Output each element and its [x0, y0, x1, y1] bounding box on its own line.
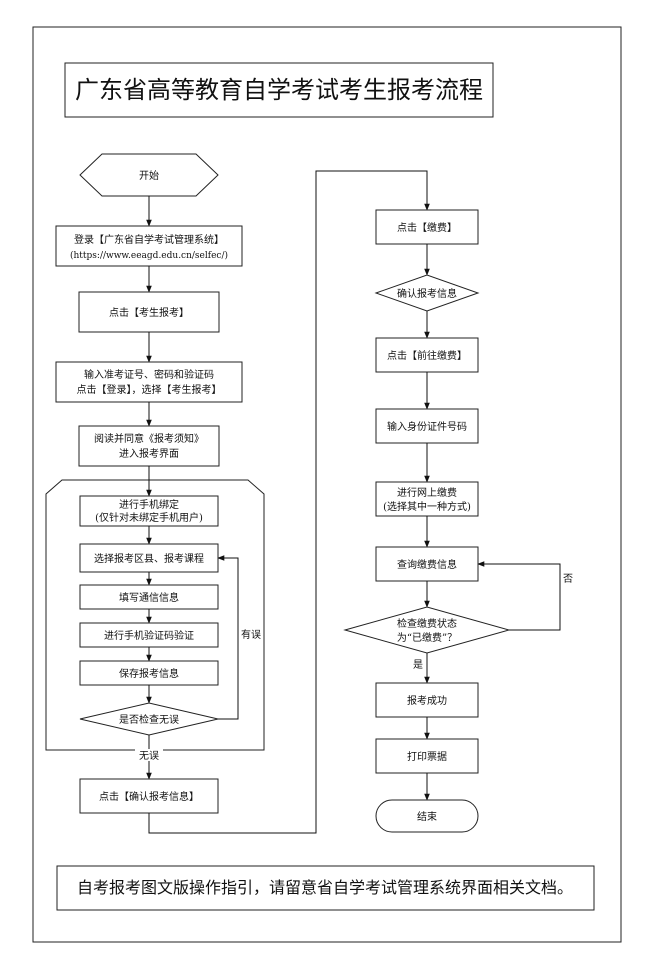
click-pay-box — [375, 209, 479, 245]
confirm-info-box — [79, 778, 219, 814]
confirm-decision-diamond — [374, 274, 480, 312]
read-line1: 阅读并同意《报考须知》 — [94, 432, 204, 445]
success-label: 报考成功 — [407, 694, 447, 707]
registration-container — [45, 479, 265, 751]
input-line2: 点击【登录】，选择【考生报考】 — [77, 383, 222, 396]
go-pay-box — [375, 337, 479, 373]
pay-status-diamond — [343, 606, 511, 654]
login-line2: (https://www.eeagd.edu.cn/selfec/) — [70, 250, 228, 261]
has-error-label: 有误 — [241, 628, 261, 641]
read-line2: 进入报考界面 — [119, 447, 179, 460]
phone-binding-box — [79, 495, 219, 527]
error-loop-line — [217, 555, 239, 720]
no-error-label: 无误 — [139, 750, 159, 762]
save-info-box — [79, 660, 219, 686]
end-node — [375, 799, 479, 833]
status-line2: 为“已缴费”？ — [397, 631, 457, 644]
phone-verify-label: 进行手机验证码验证 — [104, 629, 194, 642]
no-label: 否 — [563, 573, 573, 585]
title-box — [64, 62, 494, 118]
check-decision-label: 是否检查无误 — [119, 713, 179, 726]
footer-note: 自考报考图文版操作指引，请留意省自学考试管理系统界面相关文档。 — [77, 878, 573, 897]
success-box — [375, 682, 479, 718]
input-line1: 输入准考证号、密码和验证码 — [84, 368, 214, 381]
click-register-label: 点击【考生报考】 — [109, 306, 189, 319]
login-line1: 登录【广东省自学考试管理系统】 — [74, 233, 224, 246]
select-courses-label: 选择报考区县、报考课程 — [94, 552, 204, 565]
end-label: 结束 — [417, 810, 437, 823]
status-line1: 检查缴费状态 — [397, 617, 457, 630]
phone-verify-box — [79, 622, 219, 648]
page-title: 广东省高等教育自学考试考生报考流程 — [75, 76, 483, 104]
not-paid-loop-line — [477, 561, 561, 631]
save-info-label: 保存报考信息 — [119, 667, 179, 680]
footer-box — [56, 865, 595, 911]
yes-label: 是 — [413, 659, 423, 671]
go-pay-label: 点击【前往缴费】 — [387, 349, 467, 362]
start-node — [79, 153, 219, 197]
read-notice-box — [78, 425, 220, 467]
confirm-decision-label: 确认报考信息 — [397, 287, 457, 300]
input-id-box — [375, 408, 479, 444]
input-credentials-box — [55, 361, 243, 403]
online-line1: 进行网上缴费 — [397, 486, 457, 499]
select-courses-box — [79, 543, 219, 573]
confirm-info-label: 点击【确认报考信息】 — [99, 790, 199, 803]
start-label: 开始 — [139, 169, 159, 182]
online-line2: (选择其中一种方式) — [383, 500, 471, 513]
bind-line2: (仅针对未绑定手机用户) — [95, 511, 203, 524]
print-box — [375, 738, 479, 774]
click-pay-label: 点击【缴费】 — [397, 221, 457, 234]
input-id-label: 输入身份证件号码 — [387, 420, 467, 433]
outer-frame — [32, 26, 622, 943]
bind-line1: 进行手机绑定 — [119, 498, 179, 511]
click-register-box — [78, 291, 220, 333]
cross-connector — [148, 170, 430, 834]
fill-contact-label: 填写通信信息 — [119, 591, 179, 604]
print-label: 打印票据 — [407, 750, 447, 763]
query-pay-label: 查询缴费信息 — [397, 558, 457, 571]
